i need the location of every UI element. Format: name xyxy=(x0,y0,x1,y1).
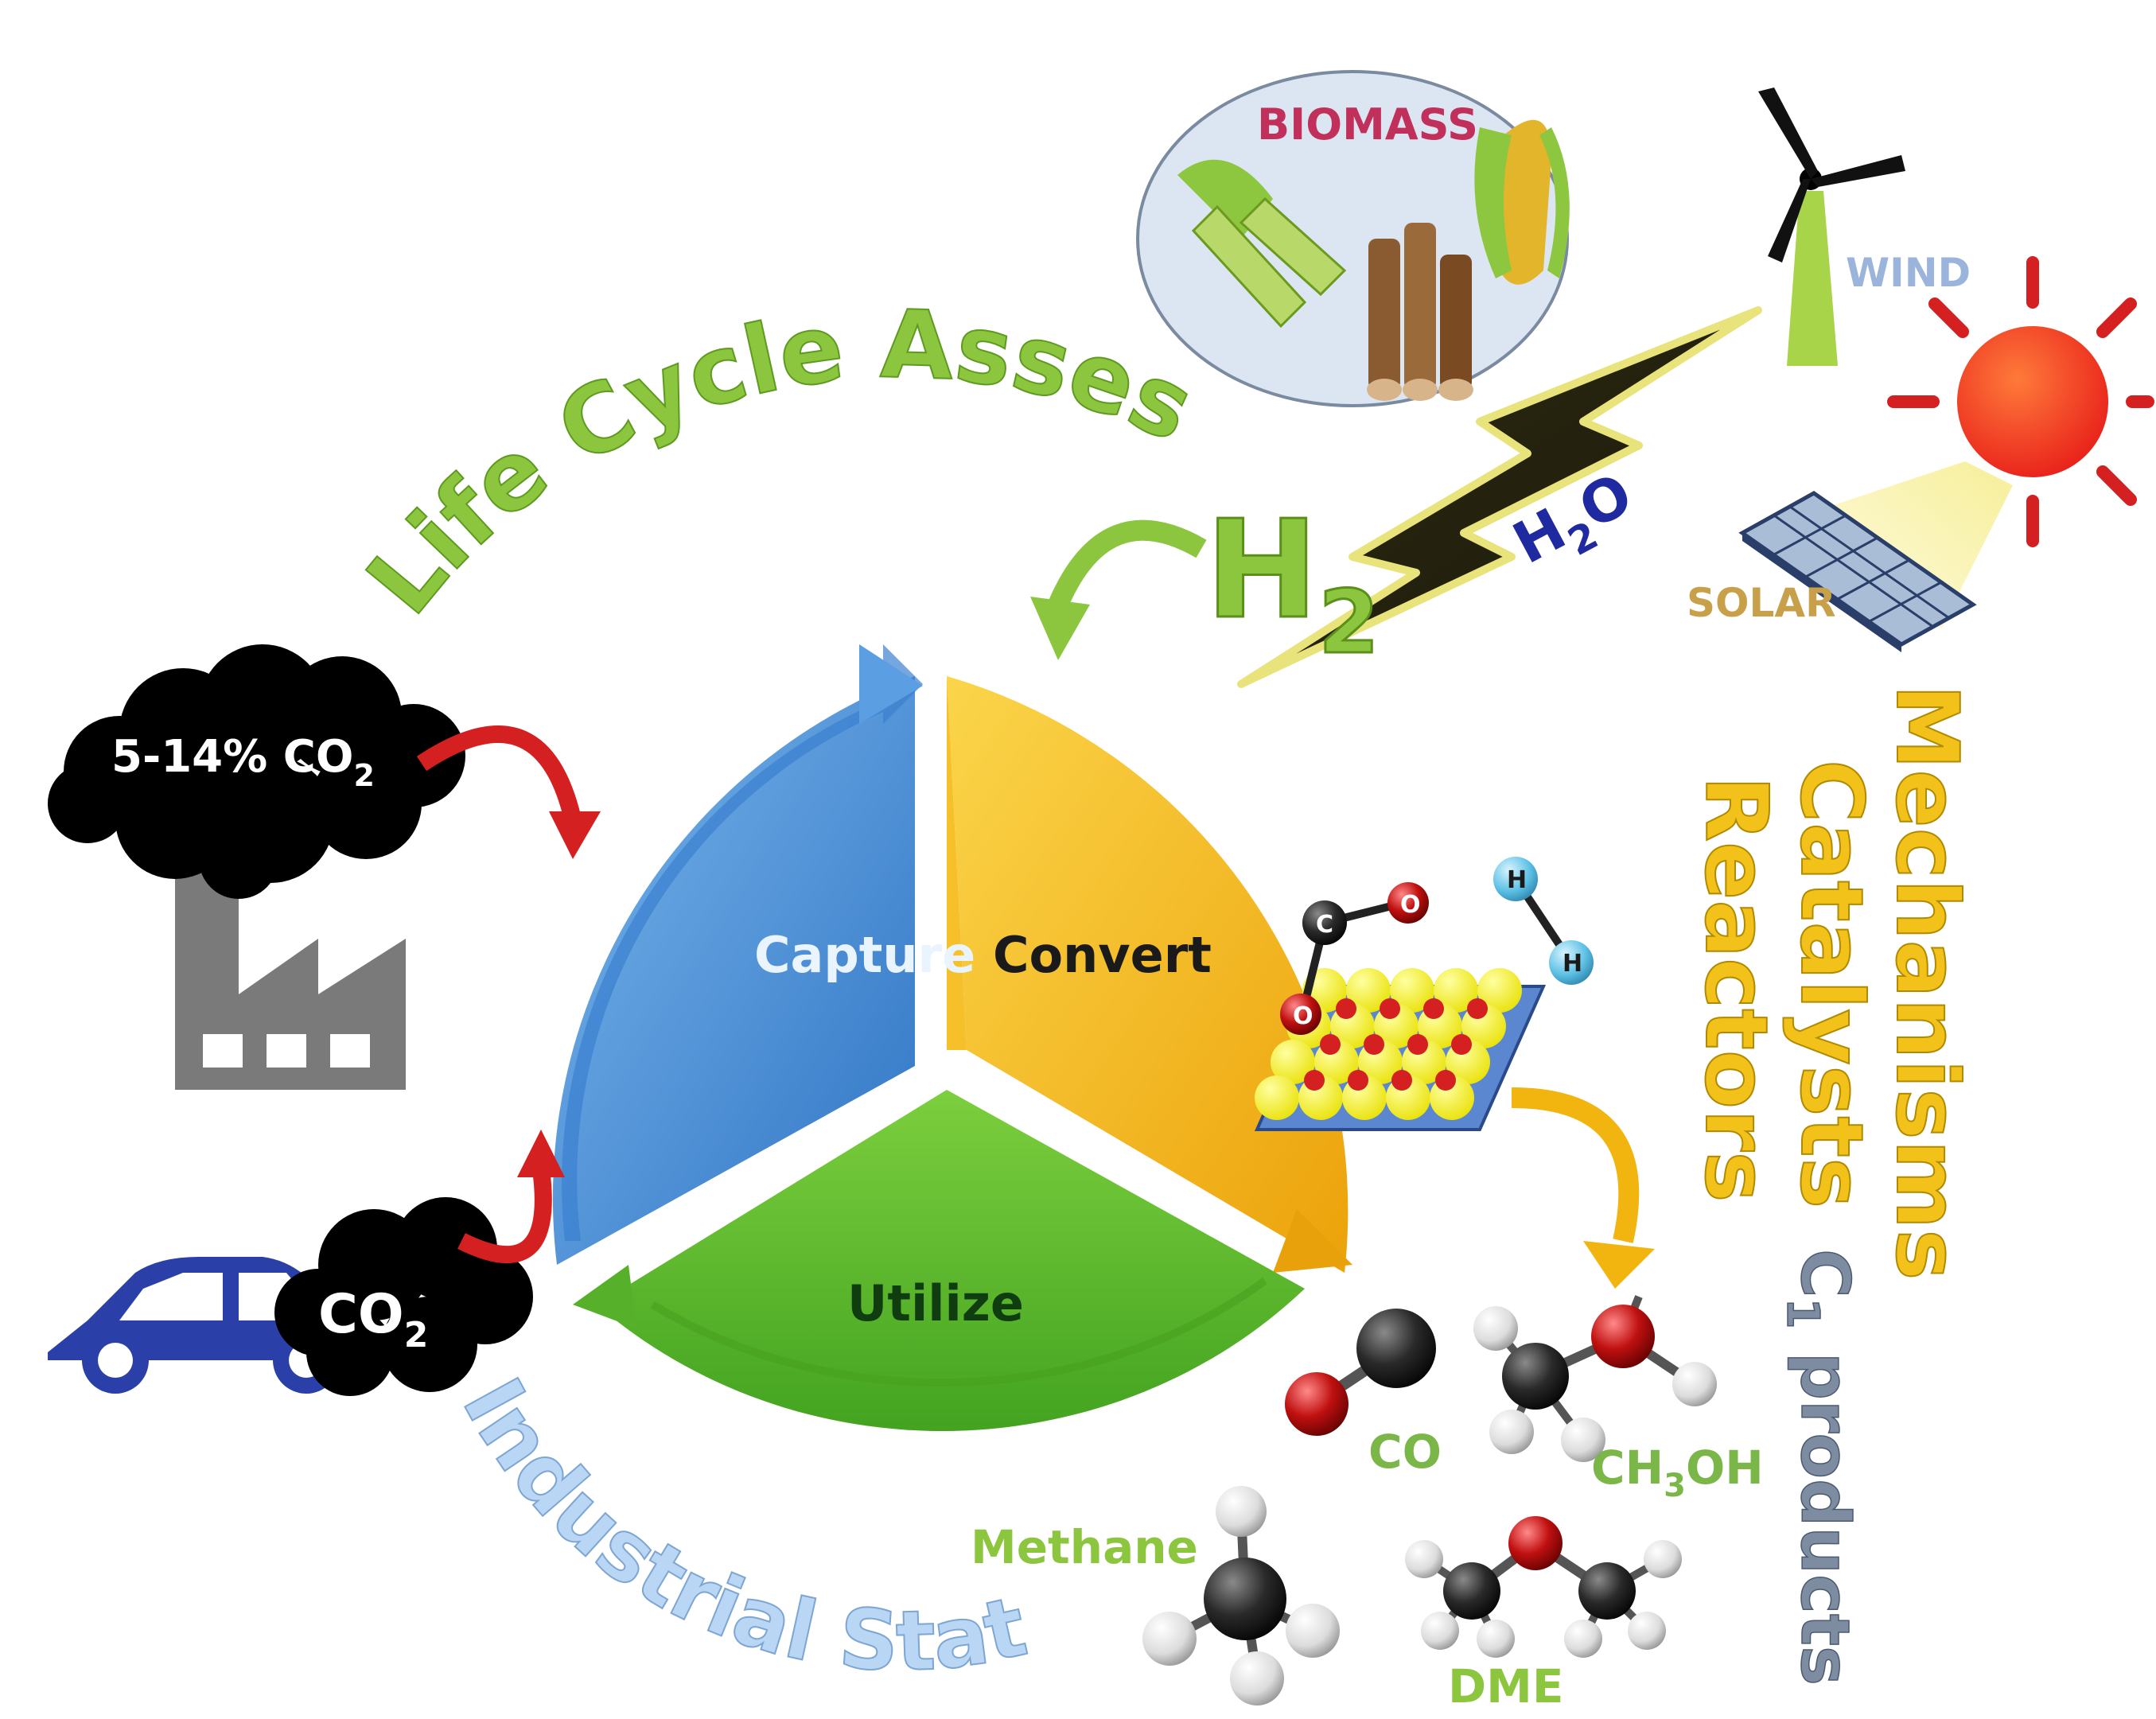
hydrogen-arrow xyxy=(1049,519,1207,609)
utilize-label: Utilize xyxy=(847,1274,1024,1332)
convert-label: Convert xyxy=(993,926,1212,984)
biomass-panel: BIOMASS xyxy=(1136,70,1570,407)
car-exhaust-cloud: CO2 xyxy=(274,1197,533,1396)
utilize-sector xyxy=(597,1090,1305,1432)
solar-label: SOLAR xyxy=(1687,580,1836,626)
car-gas-text: CO xyxy=(318,1283,404,1346)
dme-label: DME xyxy=(1448,1659,1563,1713)
capture-sector xyxy=(552,676,915,1265)
central-cycle: Capture Convert Utilize xyxy=(552,644,1352,1432)
svg-text:5-14% CO2: 5-14% CO2 xyxy=(111,731,375,793)
c1-products-label: C1 products xyxy=(1777,1249,1864,1686)
biomass-label: BIOMASS xyxy=(1257,99,1478,150)
convert-sector xyxy=(947,676,1348,1273)
catalyst-surface: O C O H H xyxy=(1254,857,1594,1131)
catalysts-label: Catalysts xyxy=(1781,760,1881,1208)
life-cycle-assessment-label: Life Cycle Assessment xyxy=(0,0,1210,634)
co-label: CO xyxy=(1368,1425,1442,1479)
wind-label: WIND xyxy=(1846,250,1971,296)
svg-text:O: O xyxy=(1400,891,1421,919)
svg-text:O: O xyxy=(1293,1002,1313,1030)
flue-gas-text: 5-14% CO xyxy=(111,731,353,783)
flue-gas-arrow xyxy=(416,725,582,822)
svg-text:C: C xyxy=(1316,911,1333,939)
products-arrow xyxy=(1511,1087,1640,1243)
solar-panel-icon xyxy=(1738,491,1977,652)
methanol-molecule xyxy=(1473,1295,1717,1462)
svg-text:CO2: CO2 xyxy=(318,1283,428,1355)
methanol-label: CH3OH xyxy=(1591,1441,1764,1504)
car-gas-arrow xyxy=(457,1168,552,1263)
methane-label: Methane xyxy=(971,1520,1198,1574)
svg-text:H: H xyxy=(1507,866,1527,894)
lightning-bolt-icon xyxy=(1237,306,1762,688)
sun-beam xyxy=(1822,461,2013,628)
mechanisms-label: Mechanisms xyxy=(1877,684,1976,1281)
factory-icon xyxy=(175,867,406,1090)
svg-text:H: H xyxy=(1563,950,1582,978)
dme-molecule xyxy=(1405,1516,1682,1658)
wind-turbine-icon xyxy=(1758,88,1905,366)
methane-molecule xyxy=(1142,1486,1340,1705)
co-molecule xyxy=(1285,1309,1436,1436)
flue-gas-cloud: 5-14% CO2 xyxy=(48,644,465,899)
hydrogen-label: H2 xyxy=(1205,492,1380,673)
reactors-label: Reactors xyxy=(1686,776,1785,1203)
capture-label: Capture xyxy=(754,926,975,984)
